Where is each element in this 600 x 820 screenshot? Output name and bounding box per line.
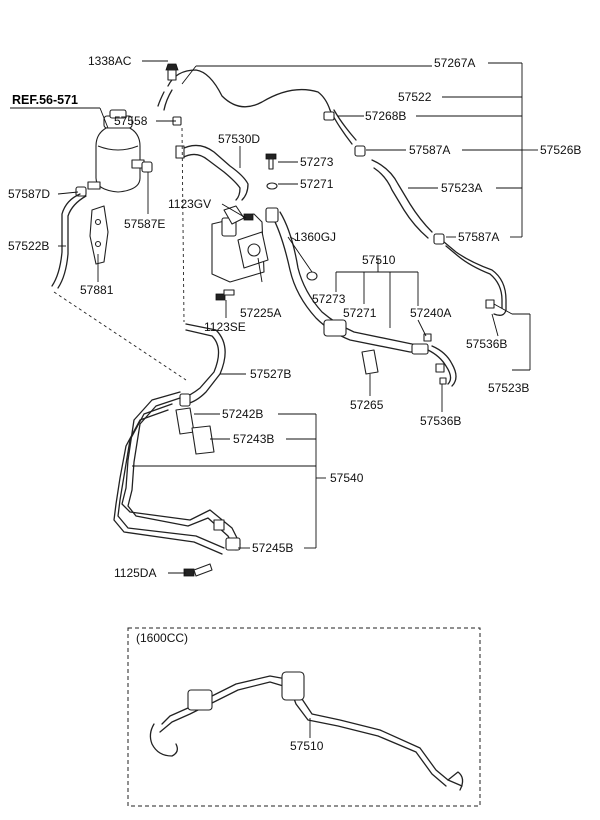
label-57271-mid[interactable]: 57271 — [343, 306, 377, 320]
label-57587E[interactable]: 57587E — [124, 217, 165, 231]
inset-hose-57510 — [149, 671, 464, 791]
pipe-57523B — [443, 241, 507, 316]
cooler-pipes-57540 — [113, 391, 241, 555]
label-57881[interactable]: 57881 — [80, 283, 114, 297]
ref-label[interactable]: REF.56-571 — [12, 93, 78, 107]
label-57540[interactable]: 57540 — [330, 471, 364, 485]
label-57558[interactable]: 57558 — [114, 114, 148, 128]
bolt-1125DA — [183, 563, 213, 577]
label-57268B[interactable]: 57268B — [365, 109, 406, 123]
label-57587D[interactable]: 57587D — [8, 187, 50, 201]
bolt-1123GV — [243, 213, 254, 221]
label-57273-mid[interactable]: 57273 — [312, 292, 346, 306]
hose-57522B — [51, 193, 81, 287]
inset-title: (1600CC) — [136, 631, 188, 645]
label-57523B[interactable]: 57523B — [488, 381, 529, 395]
pipe-57522 — [167, 69, 331, 111]
hose-57523A — [371, 159, 433, 233]
label-57530D[interactable]: 57530D — [218, 132, 260, 146]
pump-bracket — [211, 205, 269, 283]
label-57587A-mid[interactable]: 57587A — [458, 230, 499, 244]
label-57243B[interactable]: 57243B — [233, 432, 274, 446]
label-57522[interactable]: 57522 — [398, 90, 432, 104]
label-57527B[interactable]: 57527B — [250, 367, 291, 381]
clip-57268B — [323, 111, 335, 121]
reservoir — [87, 109, 145, 193]
clamp-57587A-upper — [354, 145, 366, 157]
label-1123SE[interactable]: 1123SE — [204, 320, 246, 334]
bolt-1123SE — [215, 289, 235, 301]
label-1360GJ[interactable]: 1360GJ — [294, 230, 336, 244]
label-57510-main[interactable]: 57510 — [362, 253, 396, 267]
label-57242B[interactable]: 57242B — [222, 407, 263, 421]
label-57536B-right[interactable]: 57536B — [466, 337, 507, 351]
clamp-57265 — [361, 349, 379, 375]
label-1123GV[interactable]: 1123GV — [168, 197, 211, 211]
fitting-57240A — [423, 333, 432, 342]
label-57265[interactable]: 57265 — [350, 398, 384, 412]
label-57536B-low[interactable]: 57536B — [420, 414, 461, 428]
inset-box-1600cc — [127, 627, 481, 807]
label-1125DA[interactable]: 1125DA — [114, 566, 156, 580]
bolt-1338AC — [165, 63, 179, 81]
label-57267A[interactable]: 57267A — [434, 56, 475, 70]
washer-1360GJ — [306, 271, 318, 281]
part-labels: REF.56-571 1338AC 57267A 57522 57558 572… — [8, 54, 581, 753]
leader-lines — [10, 60, 538, 738]
label-57523A[interactable]: 57523A — [441, 181, 482, 195]
clamp-57243B — [191, 425, 215, 455]
bolt-57273-upper — [265, 153, 277, 170]
clamp-57587D — [75, 186, 87, 197]
label-57526B[interactable]: 57526B — [540, 143, 581, 157]
clamp-57587E — [141, 161, 153, 173]
label-57273-upper[interactable]: 57273 — [300, 155, 334, 169]
label-57510-inset[interactable]: 57510 — [290, 739, 324, 753]
clamp-57242B — [175, 407, 195, 435]
fitting-57536B-lower — [439, 377, 447, 385]
label-57240A[interactable]: 57240A — [410, 306, 451, 320]
label-57271-upper[interactable]: 57271 — [300, 177, 334, 191]
hose-57527B — [181, 329, 220, 399]
label-57245B[interactable]: 57245B — [252, 541, 293, 555]
washer-57271-upper — [266, 182, 278, 190]
label-57522B[interactable]: 57522B — [8, 239, 49, 253]
parts-drawing — [51, 63, 507, 807]
label-57225A[interactable]: 57225A — [240, 306, 281, 320]
reservoir-bracket — [89, 205, 109, 265]
label-57587A-upper[interactable]: 57587A — [409, 143, 450, 157]
label-1338AC[interactable]: 1338AC — [88, 54, 132, 68]
hose-57530D — [179, 144, 249, 201]
clamp-57587A-lower — [433, 233, 445, 245]
